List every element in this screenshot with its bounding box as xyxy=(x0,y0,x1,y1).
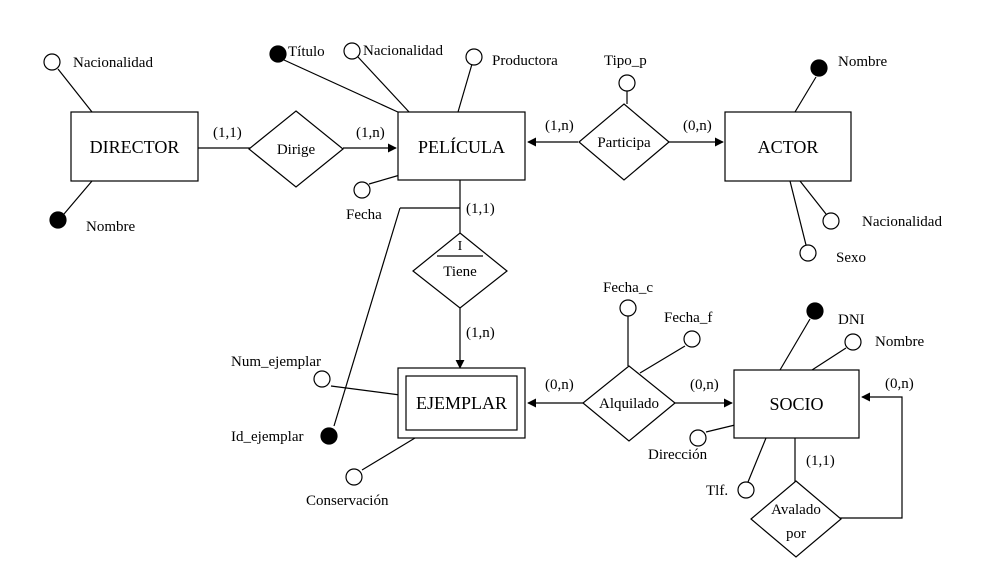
card-socio-avalado: (1,1) xyxy=(806,453,835,469)
line-attr-actor-nombre xyxy=(794,76,817,113)
card-director-dirige: (1,1) xyxy=(213,125,242,141)
attr-participa-tipo-circle xyxy=(618,74,636,92)
attr-socio-nombre-circle xyxy=(844,333,862,351)
connectors xyxy=(57,56,903,519)
attr-alquilado-fecha-f-label: Fecha_f xyxy=(664,310,712,326)
attr-pelicula-titulo-label: Título xyxy=(288,44,325,60)
line-attr-socio-nombre xyxy=(811,347,847,371)
line-attr-actor-nacionalidad xyxy=(799,180,827,215)
attribute-labels: Nacionalidad Nombre Título Nacionalidad … xyxy=(73,43,942,509)
attr-participa-tipo-label: Tipo_p xyxy=(604,53,647,69)
line-attr-alquilado-fecha-f xyxy=(639,345,686,374)
entity-pelicula: PELÍCULA xyxy=(397,111,526,181)
attr-ejemplar-conservacion-circle xyxy=(345,468,363,486)
entity-socio-label: SOCIO xyxy=(769,394,823,414)
line-attr-socio-tlf xyxy=(747,437,767,483)
relationship-participa: Participa xyxy=(578,103,670,181)
entity-director: DIRECTOR xyxy=(70,111,199,182)
card-participa-actor: (0,n) xyxy=(683,118,712,134)
line-attr-socio-direccion xyxy=(705,424,736,433)
entity-pelicula-label: PELÍCULA xyxy=(418,136,505,157)
relationship-avalado-label-1: Avalado xyxy=(771,502,821,518)
attr-socio-tlf-circle xyxy=(737,481,755,499)
attr-pelicula-nacionalidad-circle xyxy=(343,42,361,60)
attr-pelicula-productora-label: Productora xyxy=(492,53,558,69)
entity-ejemplar-label: EJEMPLAR xyxy=(416,393,507,413)
entity-ejemplar-weak: EJEMPLAR xyxy=(397,367,526,439)
attr-director-nombre-label: Nombre xyxy=(86,219,135,235)
attr-director-nombre-key xyxy=(49,211,67,229)
relationship-participa-label: Participa xyxy=(597,135,651,151)
attr-actor-nombre-label: Nombre xyxy=(838,54,887,70)
attr-actor-nacionalidad-label: Nacionalidad xyxy=(862,214,942,230)
relationship-alquilado: Alquilado xyxy=(582,365,676,442)
attr-actor-nacionalidad-circle xyxy=(822,212,840,230)
attr-ejemplar-conservacion-label: Conservación xyxy=(306,493,389,509)
relationship-tiene-label: Tiene xyxy=(443,264,477,280)
line-attr-director-nacionalidad xyxy=(57,68,93,113)
line-attr-pelicula-nacionalidad xyxy=(357,56,411,114)
line-attr-pelicula-productora xyxy=(457,63,473,113)
attr-actor-sexo-circle xyxy=(799,244,817,262)
attr-director-nacionalidad-circle xyxy=(43,53,61,71)
attr-socio-nombre-label: Nombre xyxy=(875,334,924,350)
entity-director-label: DIRECTOR xyxy=(90,137,180,157)
line-attr-ejemplar-num xyxy=(330,385,401,396)
relationship-dirige: Dirige xyxy=(248,110,344,188)
attribute-markers xyxy=(43,42,862,499)
attr-alquilado-fecha-c-circle xyxy=(619,299,637,317)
relationship-tiene-marker: I xyxy=(458,239,463,254)
attr-director-nacionalidad-label: Nacionalidad xyxy=(73,55,153,71)
line-attr-pelicula-titulo xyxy=(283,59,401,114)
relationship-avalado-por: Avalado por xyxy=(750,480,842,558)
attr-pelicula-fecha-circle xyxy=(353,181,371,199)
card-avalado-socio: (0,n) xyxy=(885,376,914,392)
line-attr-ejemplar-id xyxy=(333,207,401,427)
attr-pelicula-productora-circle xyxy=(465,48,483,66)
line-avalado-socio-loop xyxy=(840,392,903,519)
entity-socio: SOCIO xyxy=(733,369,860,439)
line-attr-socio-dni xyxy=(779,318,811,371)
entity-actor-label: ACTOR xyxy=(758,137,819,157)
attr-ejemplar-num-circle xyxy=(313,370,331,388)
relationship-avalado-label-2: por xyxy=(786,526,806,542)
attr-socio-direccion-label: Dirección xyxy=(648,447,708,463)
card-tiene-ejemplar: (1,n) xyxy=(466,325,495,341)
attr-ejemplar-id-label: Id_ejemplar xyxy=(231,429,303,445)
line-attr-director-nombre xyxy=(63,180,93,215)
attr-alquilado-fecha-f-circle xyxy=(683,330,701,348)
attr-alquilado-fecha-c-label: Fecha_c xyxy=(603,280,653,296)
card-pelicula-tiene: (1,1) xyxy=(466,201,495,217)
relationship-alquilado-label: Alquilado xyxy=(599,396,659,412)
attr-ejemplar-id-key xyxy=(320,427,338,445)
attr-socio-dni-key xyxy=(806,302,824,320)
card-dirige-pelicula: (1,n) xyxy=(356,125,385,141)
attr-socio-dni-label: DNI xyxy=(838,312,865,328)
relationship-tiene: I Tiene xyxy=(412,232,508,309)
relationship-dirige-label: Dirige xyxy=(277,142,316,158)
attr-socio-tlf-label: Tlf. xyxy=(706,483,728,499)
line-attr-actor-sexo xyxy=(789,180,807,246)
card-pelicula-participa: (1,n) xyxy=(545,118,574,134)
attr-actor-nombre-key xyxy=(810,59,828,77)
entity-actor: ACTOR xyxy=(724,111,852,182)
line-attr-ejemplar-conservacion xyxy=(361,437,416,471)
card-ejemplar-alquilado: (0,n) xyxy=(545,377,574,393)
attr-actor-sexo-label: Sexo xyxy=(836,250,866,266)
card-alquilado-socio: (0,n) xyxy=(690,377,719,393)
attr-socio-direccion-circle xyxy=(689,429,707,447)
attr-pelicula-nacionalidad-label: Nacionalidad xyxy=(363,43,443,59)
line-attr-pelicula-fecha xyxy=(368,174,401,185)
cardinality-labels: (1,1) (1,n) (1,n) (0,n) (1,1) (1,n) (0,n… xyxy=(213,118,914,469)
attr-pelicula-titulo-key xyxy=(269,45,287,63)
attr-ejemplar-num-label: Num_ejemplar xyxy=(231,354,321,370)
attr-pelicula-fecha-label: Fecha xyxy=(346,207,382,223)
